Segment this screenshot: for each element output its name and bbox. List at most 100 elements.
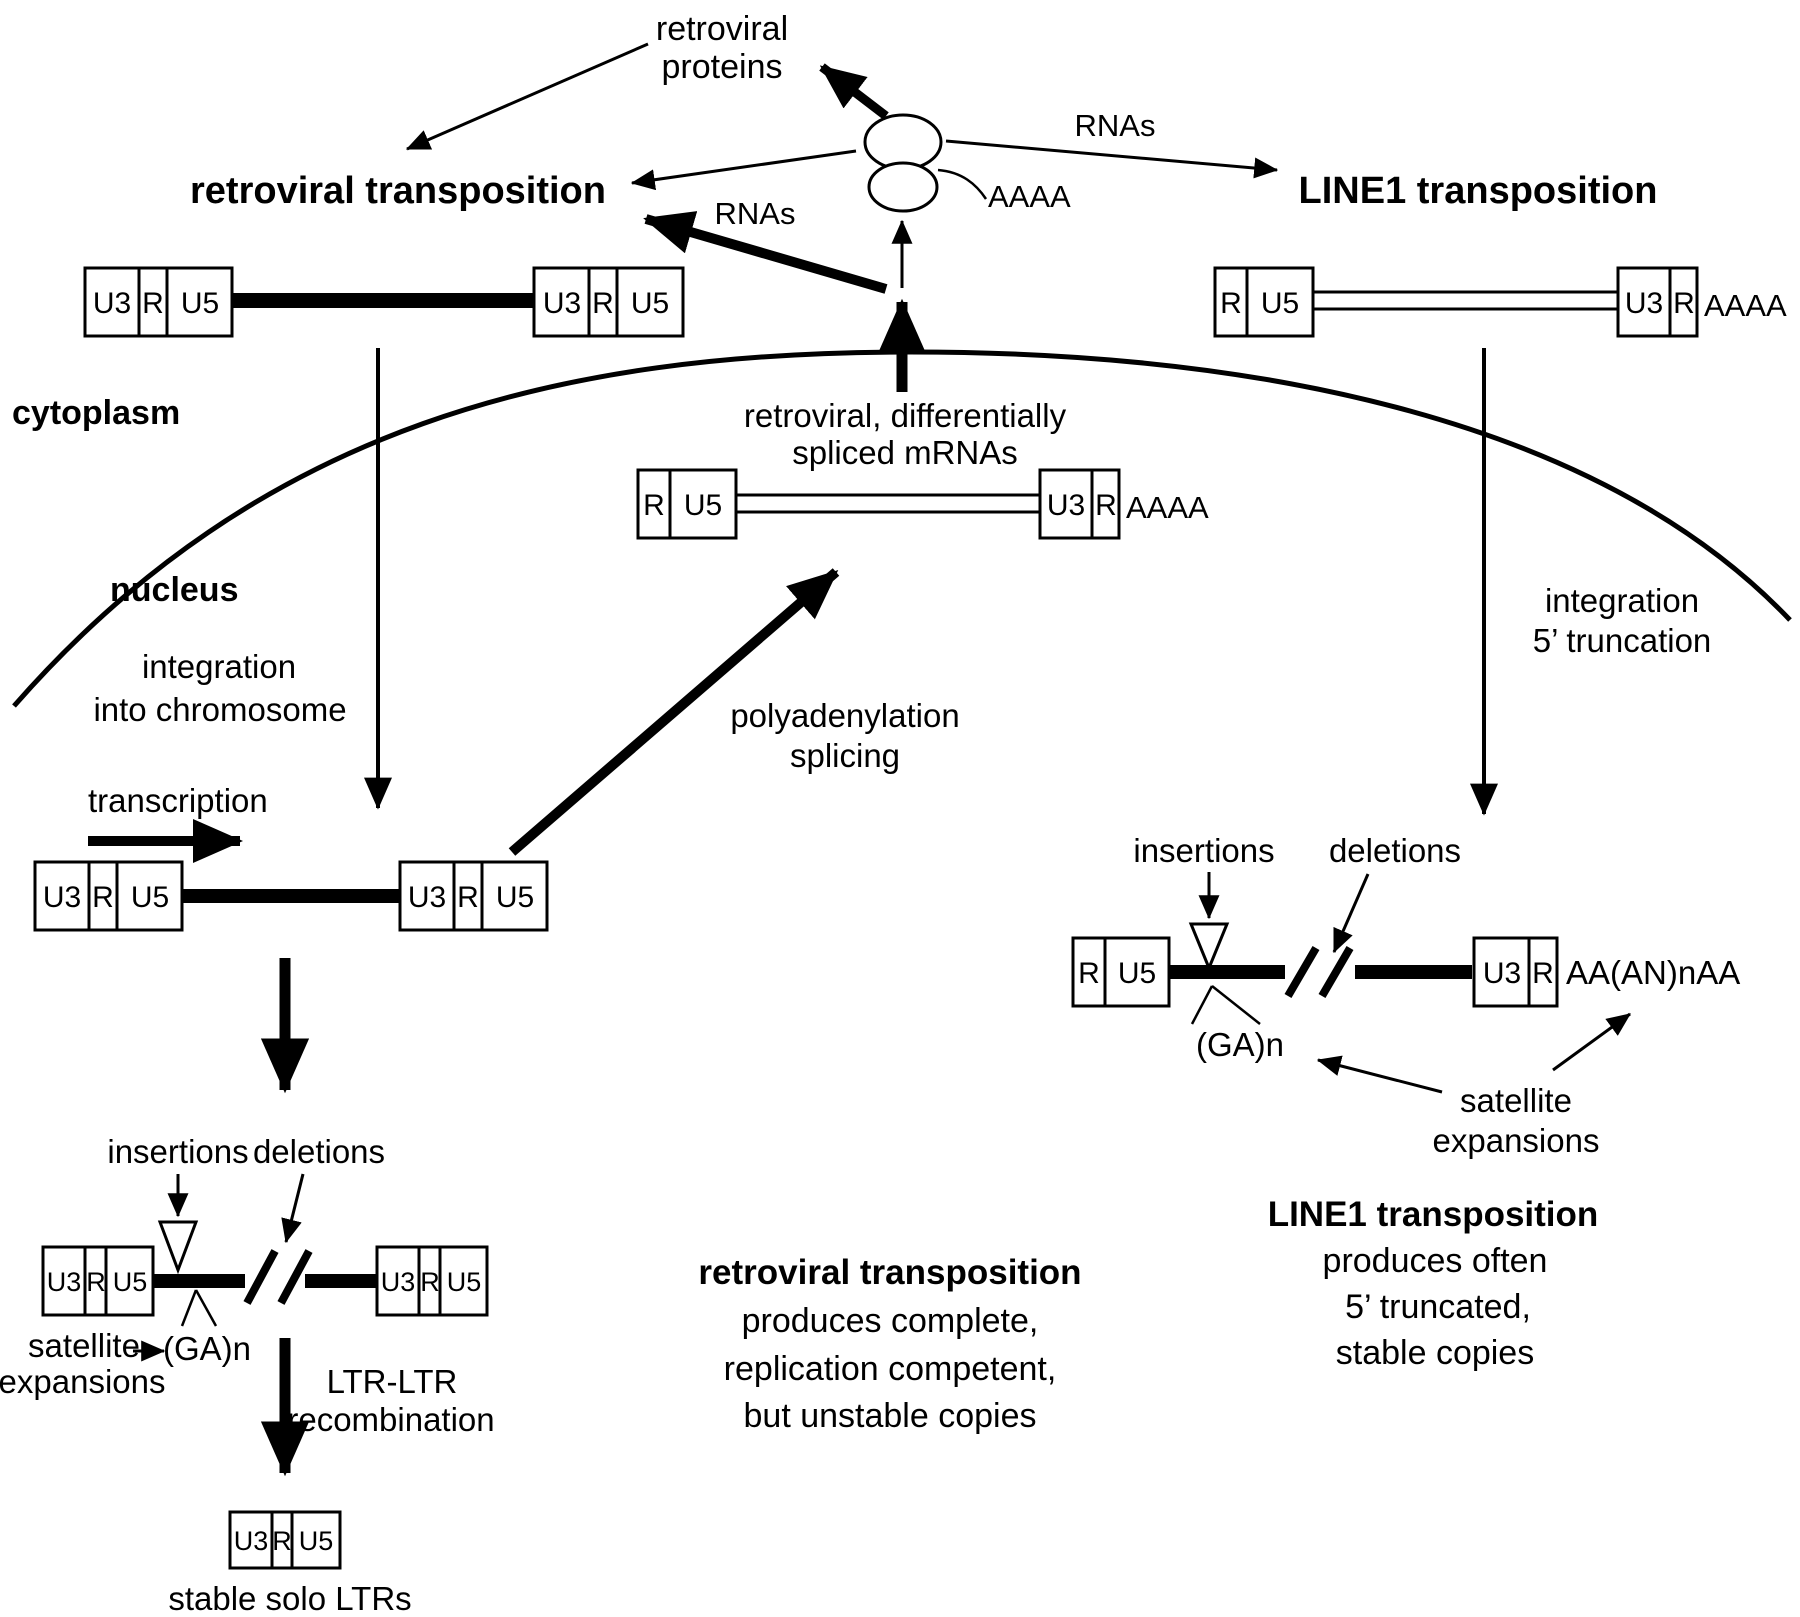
arrow-rnas-to-line1-transposition	[945, 139, 1279, 179]
box-label: U5	[447, 1267, 482, 1297]
box-label: U3	[381, 1267, 416, 1297]
box-label: U3	[543, 287, 581, 320]
outcome-line: stable copies	[1336, 1334, 1534, 1372]
dna-bar	[182, 889, 400, 903]
ribosome	[863, 113, 988, 213]
ltr-box-r	[87, 860, 119, 932]
box-label: R	[142, 287, 164, 320]
insertion-triangle-right	[1188, 922, 1230, 972]
outcome-line1: LINE1 transposition produces often 5’ tr…	[1268, 1195, 1599, 1372]
ga-pointer-line	[1190, 985, 1214, 1025]
label-deletions-right: deletions	[1329, 832, 1461, 869]
label-deletions-left: deletions	[253, 1133, 385, 1170]
box-label: R	[1532, 957, 1554, 990]
rnas-left-label: RNAs	[715, 196, 796, 231]
construct-line1-rna: R U5 U3 R AAAA	[1213, 266, 1787, 338]
box-label: R	[1078, 957, 1100, 990]
label-recombination-line2: recombination	[287, 1401, 494, 1438]
label-integration-line2: into chromosome	[93, 691, 346, 728]
box-label: U5	[181, 287, 219, 320]
box-label: R	[1673, 287, 1695, 320]
box-label: U5	[1261, 287, 1299, 320]
ltr-box-u3	[532, 266, 591, 338]
box-label: U3	[1483, 957, 1521, 990]
arrow-polyadenylation-splicing	[508, 568, 840, 856]
outcome-line: produces complete,	[742, 1302, 1039, 1340]
ga-pointer-line	[1211, 985, 1261, 1025]
label-line1-integration-line2: 5’ truncation	[1533, 622, 1712, 659]
box-label: R	[1095, 489, 1117, 522]
ltr-box-u3	[228, 1510, 274, 1570]
label-satellite-right-line2: expansions	[1433, 1122, 1600, 1159]
outcome-retroviral: retroviral transposition produces comple…	[698, 1253, 1081, 1435]
outcome-line: 5’ truncated,	[1345, 1288, 1531, 1326]
box-label: U3	[234, 1526, 269, 1556]
label-insertions-right: insertions	[1133, 832, 1274, 869]
box-label: U5	[113, 1267, 148, 1297]
rna-box-u3	[1038, 468, 1094, 540]
ga-pointer-line	[194, 1289, 218, 1327]
rna-box-r	[636, 468, 672, 540]
ltr-box-u5	[290, 1510, 342, 1570]
box-label: R	[592, 287, 614, 320]
label-ga-repeat-right: (GA)n	[1196, 1026, 1284, 1063]
outcome-line: produces often	[1323, 1242, 1548, 1280]
arrow-proteins-to-retroviral-transposition	[405, 42, 649, 151]
construct-provirus-cytoplasm: U3 R U5 U3 R U5	[83, 266, 685, 338]
box-label: U3	[93, 287, 131, 320]
label-stable-solo-ltrs: stable solo LTRs	[168, 1580, 411, 1617]
box-label: U5	[131, 881, 169, 914]
box-label: R	[1220, 287, 1242, 320]
label-cytoplasm: cytoplasm	[12, 394, 180, 432]
label-spliced-mrna-line1: retroviral, differentially	[744, 397, 1067, 434]
deletion-break-slash	[243, 1249, 279, 1305]
polya-tail-label: AAAA	[1704, 288, 1787, 323]
arrow-ribosome-to-proteins	[819, 63, 889, 120]
label-splicing: splicing	[790, 737, 900, 774]
box-label: R	[457, 881, 479, 914]
label-nucleus: nucleus	[110, 571, 238, 609]
dna-bar-segment	[1355, 965, 1472, 979]
label-target-site-duplication: AA(AN)nAA	[1566, 954, 1740, 991]
dna-bar-segment	[1169, 965, 1285, 979]
box-label: U5	[631, 287, 669, 320]
ribosome-large-subunit	[863, 113, 943, 171]
label-satellite-left-line2: expansions	[0, 1363, 165, 1400]
box-label: U5	[1118, 957, 1156, 990]
ltr-box-u5	[104, 1245, 155, 1317]
label-polyadenylation: polyadenylation	[730, 697, 959, 734]
outcome-line: replication competent,	[724, 1350, 1057, 1388]
ltr-box-u5	[165, 266, 234, 338]
dna-bar	[232, 293, 534, 308]
polya-tail-label: AAAA	[988, 179, 1071, 214]
label-transcription: transcription	[88, 782, 268, 819]
box-label: U5	[496, 881, 534, 914]
ltr-box-u5	[615, 266, 685, 338]
construct-solo-ltr: U3 R U5	[228, 1510, 342, 1570]
deletion-break-slash	[1318, 945, 1354, 999]
rna-box-r	[1668, 266, 1699, 338]
rna-box-u5	[1245, 266, 1315, 338]
retroviral-proteins-label-line1: retroviral	[656, 10, 788, 48]
ltr-box-u5	[438, 1245, 489, 1317]
line1-box-u5	[1103, 936, 1171, 1008]
box-label: R	[86, 1267, 106, 1297]
box-label: U3	[43, 881, 81, 914]
arrow-rnas-thick-to-retroviral-transposition	[643, 211, 888, 294]
ltr-box-u5	[115, 860, 184, 932]
dna-bar-segment	[153, 1274, 245, 1288]
rna-box-u5	[668, 468, 738, 540]
construct-mutated-line1: R U5 U3 R	[1071, 936, 1559, 1008]
construct-mutated-provirus: U3 R U5 U3 R U5	[41, 1245, 489, 1317]
rnas-right-label: RNAs	[1075, 108, 1156, 143]
insertion-triangle-left	[157, 1220, 199, 1275]
arrow-satellite-to-target-right	[1552, 1012, 1631, 1072]
box-label: U3	[408, 881, 446, 914]
label-line1-integration-line1: integration	[1545, 582, 1699, 619]
ga-pointer-line	[180, 1289, 198, 1327]
box-label: U3	[1047, 489, 1085, 522]
label-insertions-left: insertions	[107, 1133, 248, 1170]
rna-bar	[734, 493, 1042, 514]
